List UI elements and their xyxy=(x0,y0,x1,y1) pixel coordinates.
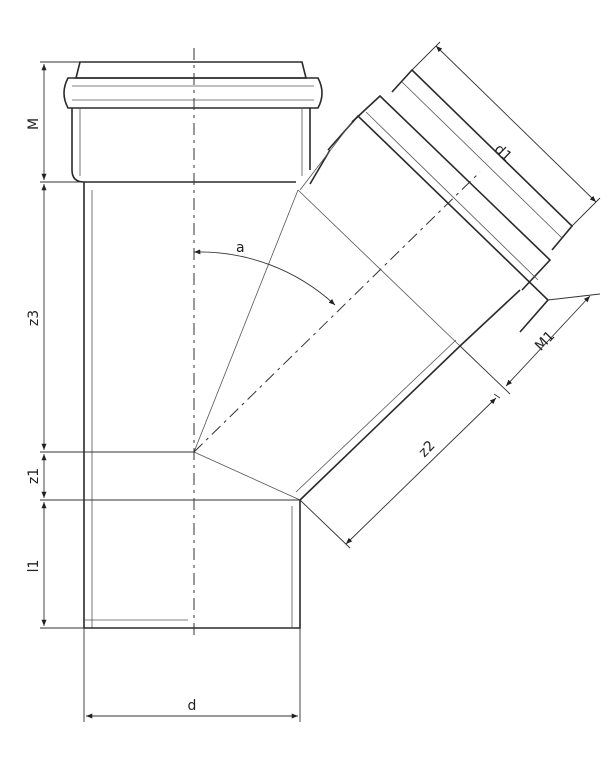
left-dimensions: M z3 z1 l1 xyxy=(26,61,300,629)
dim-z1-label: z1 xyxy=(26,468,42,484)
angle-label: a xyxy=(236,240,245,256)
top-socket xyxy=(63,61,323,183)
branch-dimensions: d1 M1 z2 xyxy=(299,41,601,549)
dim-d1-label: d1 xyxy=(491,141,515,165)
angle-a: a xyxy=(193,240,336,306)
dim-d-label: d xyxy=(188,698,197,714)
center-lines xyxy=(193,48,481,640)
main-body xyxy=(83,182,301,629)
dim-M1-label: M1 xyxy=(532,328,558,354)
branch-axis xyxy=(193,171,481,453)
bottom-dimension: d xyxy=(83,628,301,722)
dim-l1-label: l1 xyxy=(26,560,42,573)
dim-M-label: M xyxy=(26,118,42,130)
dim-z3-label: z3 xyxy=(26,310,42,326)
branch-body xyxy=(193,68,574,501)
